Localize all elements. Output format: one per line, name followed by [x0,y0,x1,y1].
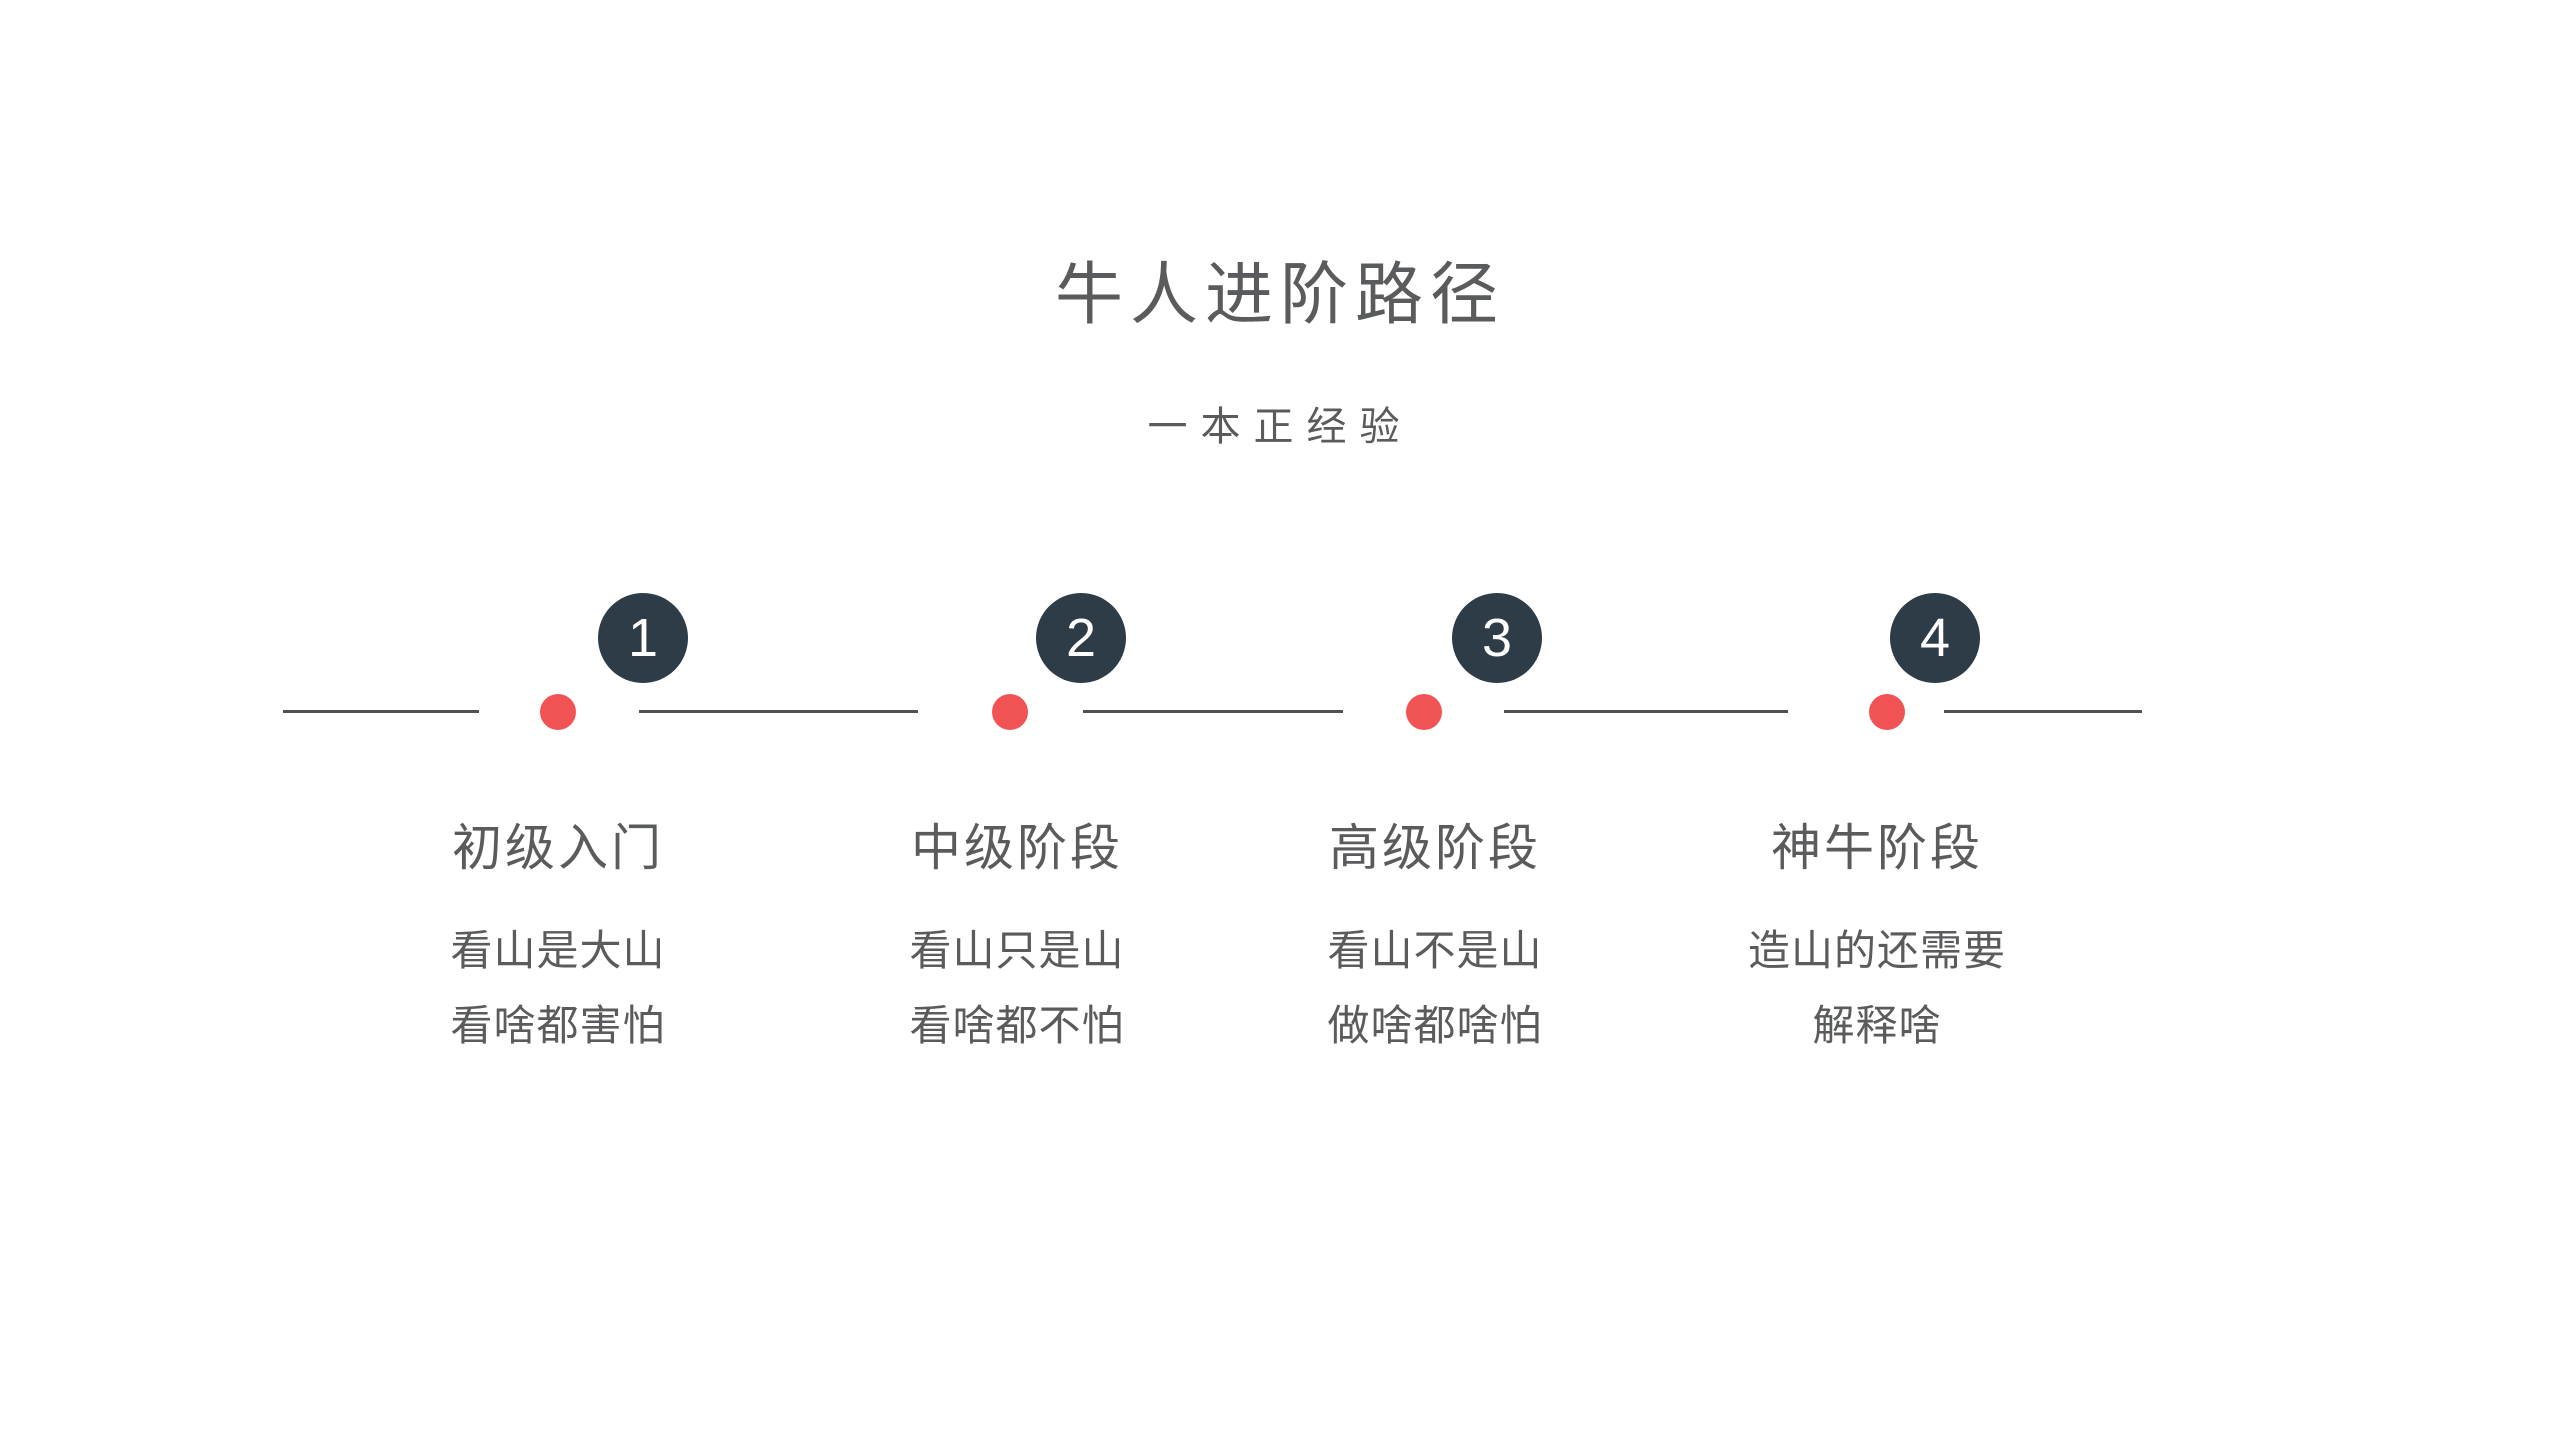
timeline-segment [1083,710,1343,713]
timeline-dot [992,694,1028,730]
page-subtitle: 一本正经验 [1147,405,1413,449]
stage-title: 中级阶段 [910,820,1123,876]
page-title: 牛人进阶路径 [1054,257,1505,333]
stage-description-line-2: 解释啥 [1812,1002,1942,1049]
stage-description-line-2: 做啥都啥怕 [1327,1002,1543,1049]
timeline-dot [1869,694,1905,730]
stage-description: 看山是大山 看啥都害怕 [450,913,665,1063]
stage-description-line-1: 看山是大山 [450,927,666,974]
stage-column-4: 神牛阶段 造山的还需要 解释啥 [1748,818,2006,1063]
timeline-segment [1944,710,2142,713]
stage-column-2: 中级阶段 看山只是山 看啥都不怕 [909,818,1124,1063]
timeline-dot [1406,694,1442,730]
stage-description-line-1: 看山只是山 [909,927,1125,974]
stage-title: 神牛阶段 [1770,820,1983,876]
timeline-segment [1504,710,1788,713]
stage-description-line-2: 看啥都不怕 [909,1002,1125,1049]
stage-description: 造山的还需要 解释啥 [1748,913,2006,1063]
stage-number-badge-1: 1 [598,593,688,683]
stage-number: 1 [627,608,659,668]
stage-description: 看山不是山 做啥都啥怕 [1327,913,1542,1063]
stage-column-3: 高级阶段 看山不是山 做啥都啥怕 [1327,818,1542,1063]
stage-number: 3 [1481,608,1513,668]
stage-number-badge-2: 2 [1036,593,1126,683]
stage-number-badge-4: 4 [1890,593,1980,683]
stage-column-1: 初级入门 看山是大山 看啥都害怕 [450,818,665,1063]
stage-description: 看山只是山 看啥都不怕 [909,913,1124,1063]
timeline-segment [283,710,479,713]
timeline-segment [639,710,918,713]
stage-number: 4 [1919,608,1951,668]
stage-number: 2 [1065,608,1097,668]
stage-title: 高级阶段 [1328,820,1541,876]
stage-title: 初级入门 [451,820,664,876]
stage-number-badge-3: 3 [1452,593,1542,683]
timeline-dot [540,694,576,730]
stage-description-line-2: 看啥都害怕 [450,1002,666,1049]
stage-description-line-1: 看山不是山 [1327,927,1543,974]
stage-description-line-1: 造山的还需要 [1747,927,2007,974]
